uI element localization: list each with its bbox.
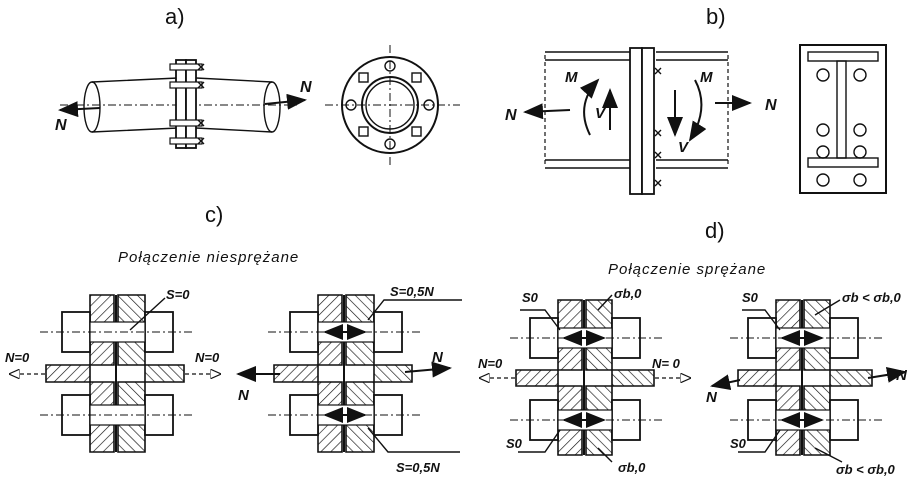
force-arrow-left — [58, 101, 101, 118]
moment-arrow-left — [579, 78, 600, 136]
bolt-holes — [345, 60, 435, 150]
bolt-force-bottom: S=0,5N — [396, 460, 440, 475]
panel-a-letter: a) — [165, 4, 185, 29]
panel-a: a) N N — [55, 4, 460, 165]
preload-label-bottom: S0 — [730, 436, 747, 451]
flange-front-view — [325, 45, 460, 165]
joint-c-right: N N S=0,5N S=0,5N — [236, 284, 462, 475]
force-label-left: N — [706, 389, 718, 406]
moment-label-left: M — [565, 69, 578, 86]
preload-label-bottom: S0 — [506, 436, 523, 451]
force-label-right: N — [300, 79, 312, 96]
force-label-left: N=0 — [5, 350, 30, 365]
panel-b-letter: b) — [706, 4, 726, 29]
shear-label-right: V — [678, 139, 690, 156]
force-label-right: N= 0 — [652, 356, 681, 371]
bearing-stress-bottom: σb,0 — [618, 460, 646, 475]
force-label-right: N — [765, 97, 777, 114]
bolt-force-top: S=0,5N — [390, 284, 434, 299]
joint-d-left: N=0 N= 0 S0 S0 σb,0 σb,0 — [478, 286, 690, 475]
pipe-side-view: N N — [55, 59, 312, 149]
force-label-left: N — [55, 117, 67, 134]
force-label-left: N=0 — [478, 356, 503, 371]
force-label-left: N — [238, 387, 250, 404]
preload-label-top: S0 — [522, 290, 539, 305]
beam-end-plate-view — [799, 44, 887, 194]
force-arrow-right — [264, 93, 307, 110]
panel-c-letter: c) — [205, 202, 223, 227]
panel-d-letter: d) — [705, 218, 725, 243]
end-plate-bolts — [816, 68, 867, 187]
force-label-right: N — [432, 349, 444, 366]
joint-d-right: N N S0 S0 σb < σb,0 σb < σb,0 — [706, 290, 908, 477]
beam-side-view: N N M M V V — [505, 47, 777, 195]
force-label-left: N — [505, 107, 517, 124]
joint-c-left: N=0 N=0 S=0 — [5, 287, 220, 453]
bearing-stress-bottom: σb < σb,0 — [836, 462, 896, 477]
bolt-force-label: S=0 — [166, 287, 190, 302]
panel-d-caption: Połączenie sprężane — [608, 261, 766, 278]
shear-label-left: V — [595, 105, 607, 122]
bearing-stress-top: σb < σb,0 — [842, 290, 902, 305]
flange-bolts — [169, 63, 205, 145]
force-label-right: N=0 — [195, 350, 220, 365]
bolt-top — [289, 311, 403, 353]
moment-arrow-right — [688, 79, 707, 142]
force-label-right: N — [896, 367, 908, 384]
panel-c-caption: Połączenie niesprężane — [118, 249, 299, 266]
bearing-stress-top: σb,0 — [614, 286, 642, 301]
panel-b: b) N N M M V V — [505, 4, 887, 195]
moment-label-right: M — [700, 69, 713, 86]
preload-label-top: S0 — [742, 290, 759, 305]
panel-d: d) Połączenie sprężane — [478, 218, 908, 477]
panel-c: c) Połączenie niesprężane N=0 N=0 — [5, 202, 462, 475]
